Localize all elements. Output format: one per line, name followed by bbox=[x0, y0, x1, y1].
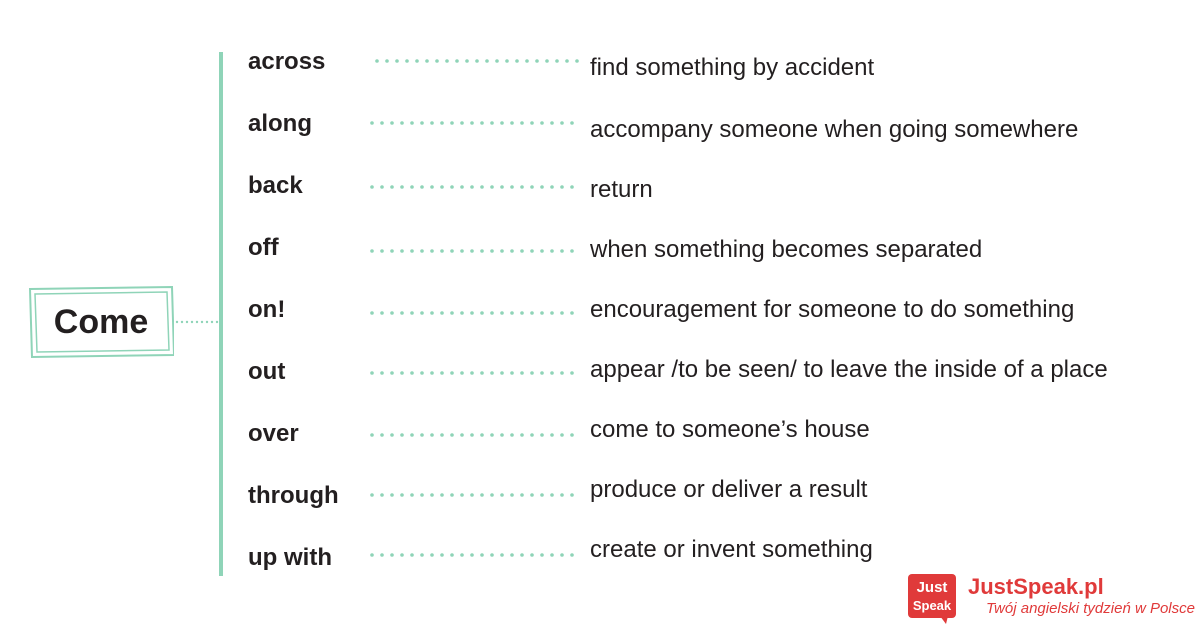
dotted-connector bbox=[370, 493, 574, 497]
list-item: on! encouragement for someone to do some… bbox=[0, 296, 1200, 336]
particle-label: on! bbox=[248, 296, 286, 323]
meaning-text: accompany someone when going somewhere bbox=[590, 116, 1079, 143]
meaning-text: create or invent something bbox=[590, 536, 873, 563]
root-connector bbox=[175, 320, 219, 324]
root-node: Come bbox=[28, 285, 174, 359]
brand-name: JustSpeak.pl bbox=[968, 574, 1104, 599]
meaning-text: appear /to be seen/ to leave the inside … bbox=[590, 356, 1108, 383]
justspeak-logo-icon: Just Speak bbox=[908, 574, 956, 624]
particle-label: along bbox=[248, 110, 312, 137]
particle-label: off bbox=[248, 234, 279, 261]
list-item: back return bbox=[0, 172, 1200, 212]
dotted-connector bbox=[370, 433, 574, 437]
meaning-text: come to someone’s house bbox=[590, 416, 870, 443]
list-item: off when something becomes separated bbox=[0, 234, 1200, 274]
dotted-connector bbox=[370, 553, 574, 557]
root-frame bbox=[28, 285, 174, 359]
dotted-connector bbox=[370, 249, 574, 253]
particle-label: back bbox=[248, 172, 303, 199]
list-item: up with create or invent something bbox=[0, 536, 1200, 584]
particle-label: out bbox=[248, 358, 286, 385]
meaning-text: produce or deliver a result bbox=[590, 476, 868, 503]
meaning-text: find something by accident bbox=[590, 54, 875, 81]
meaning-text: encouragement for someone to do somethin… bbox=[590, 296, 1075, 323]
brand-tagline: Twój angielski tydzień w Polsce bbox=[986, 600, 1195, 617]
list-item: over come to someone’s house bbox=[0, 416, 1200, 460]
list-item: along accompany someone when going somew… bbox=[0, 110, 1200, 150]
meaning-text: return bbox=[590, 176, 653, 203]
list-item: across find something by accident bbox=[0, 48, 1200, 88]
particle-label: through bbox=[248, 482, 339, 509]
logo-text-bottom: Speak bbox=[913, 598, 952, 613]
particle-label: over bbox=[248, 420, 299, 447]
dotted-connector bbox=[370, 121, 574, 125]
brand-block: Just Speak JustSpeak.pl Twój angielski t… bbox=[906, 572, 1196, 626]
logo-text-top: Just bbox=[917, 579, 948, 596]
spine-line bbox=[219, 52, 223, 576]
particle-label: up with bbox=[248, 544, 332, 571]
dotted-connector bbox=[370, 311, 574, 315]
dotted-connector bbox=[375, 59, 579, 63]
meaning-text: when something becomes separated bbox=[590, 236, 983, 263]
dotted-connector bbox=[370, 185, 574, 189]
list-item: out appear /to be seen/ to leave the ins… bbox=[0, 356, 1200, 398]
list-item: through produce or deliver a result bbox=[0, 476, 1200, 522]
dotted-connector bbox=[370, 371, 574, 375]
root-label: Come bbox=[53, 302, 149, 341]
particle-label: across bbox=[248, 48, 326, 75]
